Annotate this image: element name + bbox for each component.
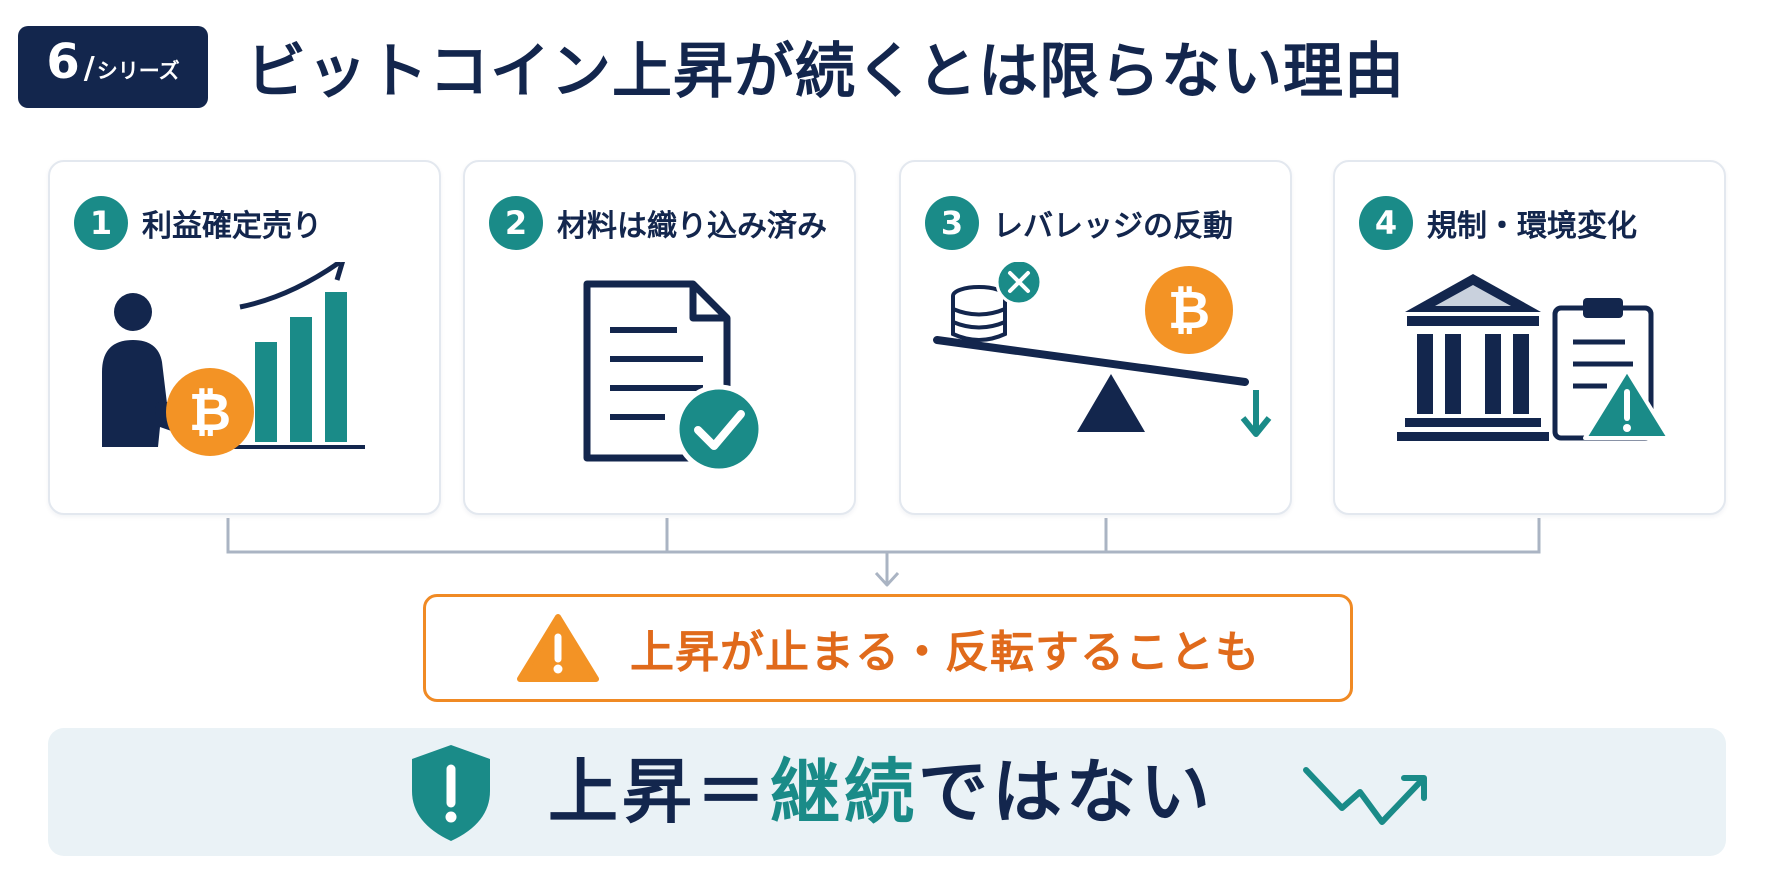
reason-number-4: 4 — [1359, 196, 1413, 250]
priced-in-document-icon — [583, 280, 764, 474]
page-title: ビットコイン上昇が続くとは限らない理由 — [246, 37, 1405, 107]
conclusion-part2: ではない — [918, 751, 1214, 833]
reason-card-1: 1 利益確定売り ₿ — [48, 160, 441, 515]
profit-taking-icon: ₿ — [102, 262, 365, 456]
warning-icon — [517, 614, 599, 682]
warning-callout: 上昇が止まる・反転することも — [423, 594, 1353, 702]
svg-text:₿: ₿ — [1168, 281, 1210, 341]
reason-card-3: 3 レバレッジの反動 ₿ — [899, 160, 1292, 515]
warning-text: 上昇が止まる・反転することも — [630, 627, 1260, 678]
reason-label-2: 材料は織り込み済み — [557, 209, 827, 244]
reason-card-2: 2 材料は織り込み済み — [463, 160, 856, 515]
conclusion-accent: 継続 — [770, 751, 918, 833]
reason-header-3: 3 レバレッジの反動 — [925, 196, 1233, 250]
reason-header-2: 2 材料は織り込み済み — [489, 196, 827, 250]
conclusion-text: 上昇＝継続ではない — [548, 742, 1214, 842]
conclusion-banner: 上昇＝継続ではない — [48, 728, 1726, 856]
conclusion-part1: 上昇 — [548, 751, 696, 833]
series-separator: / — [83, 51, 95, 86]
reason-header-1: 1 利益確定売り — [74, 196, 322, 250]
reason-header-4: 4 規制・環境変化 — [1359, 196, 1637, 250]
connector-lines — [226, 518, 1541, 587]
conclusion-equals: ＝ — [696, 751, 770, 833]
leverage-seesaw-icon: ₿ — [933, 262, 1272, 437]
reason-label-3: レバレッジの反動 — [993, 209, 1233, 244]
reason-number-1: 1 — [74, 196, 128, 250]
reason-label-4: 規制・環境変化 — [1427, 209, 1637, 244]
reason-number-2: 2 — [489, 196, 543, 250]
zigzag-trend-icon — [1303, 767, 1427, 825]
reason-label-1: 利益確定売り — [142, 209, 322, 244]
shield-alert-icon — [412, 745, 490, 841]
series-badge: 6 / シリーズ — [18, 26, 208, 108]
series-label: シリーズ — [96, 59, 180, 83]
reason-number-3: 3 — [925, 196, 979, 250]
svg-text:₿: ₿ — [189, 383, 231, 443]
regulation-bank-icon — [1397, 274, 1671, 441]
reason-card-4: 4 規制・環境変化 — [1333, 160, 1726, 515]
series-number: 6 — [46, 34, 80, 90]
